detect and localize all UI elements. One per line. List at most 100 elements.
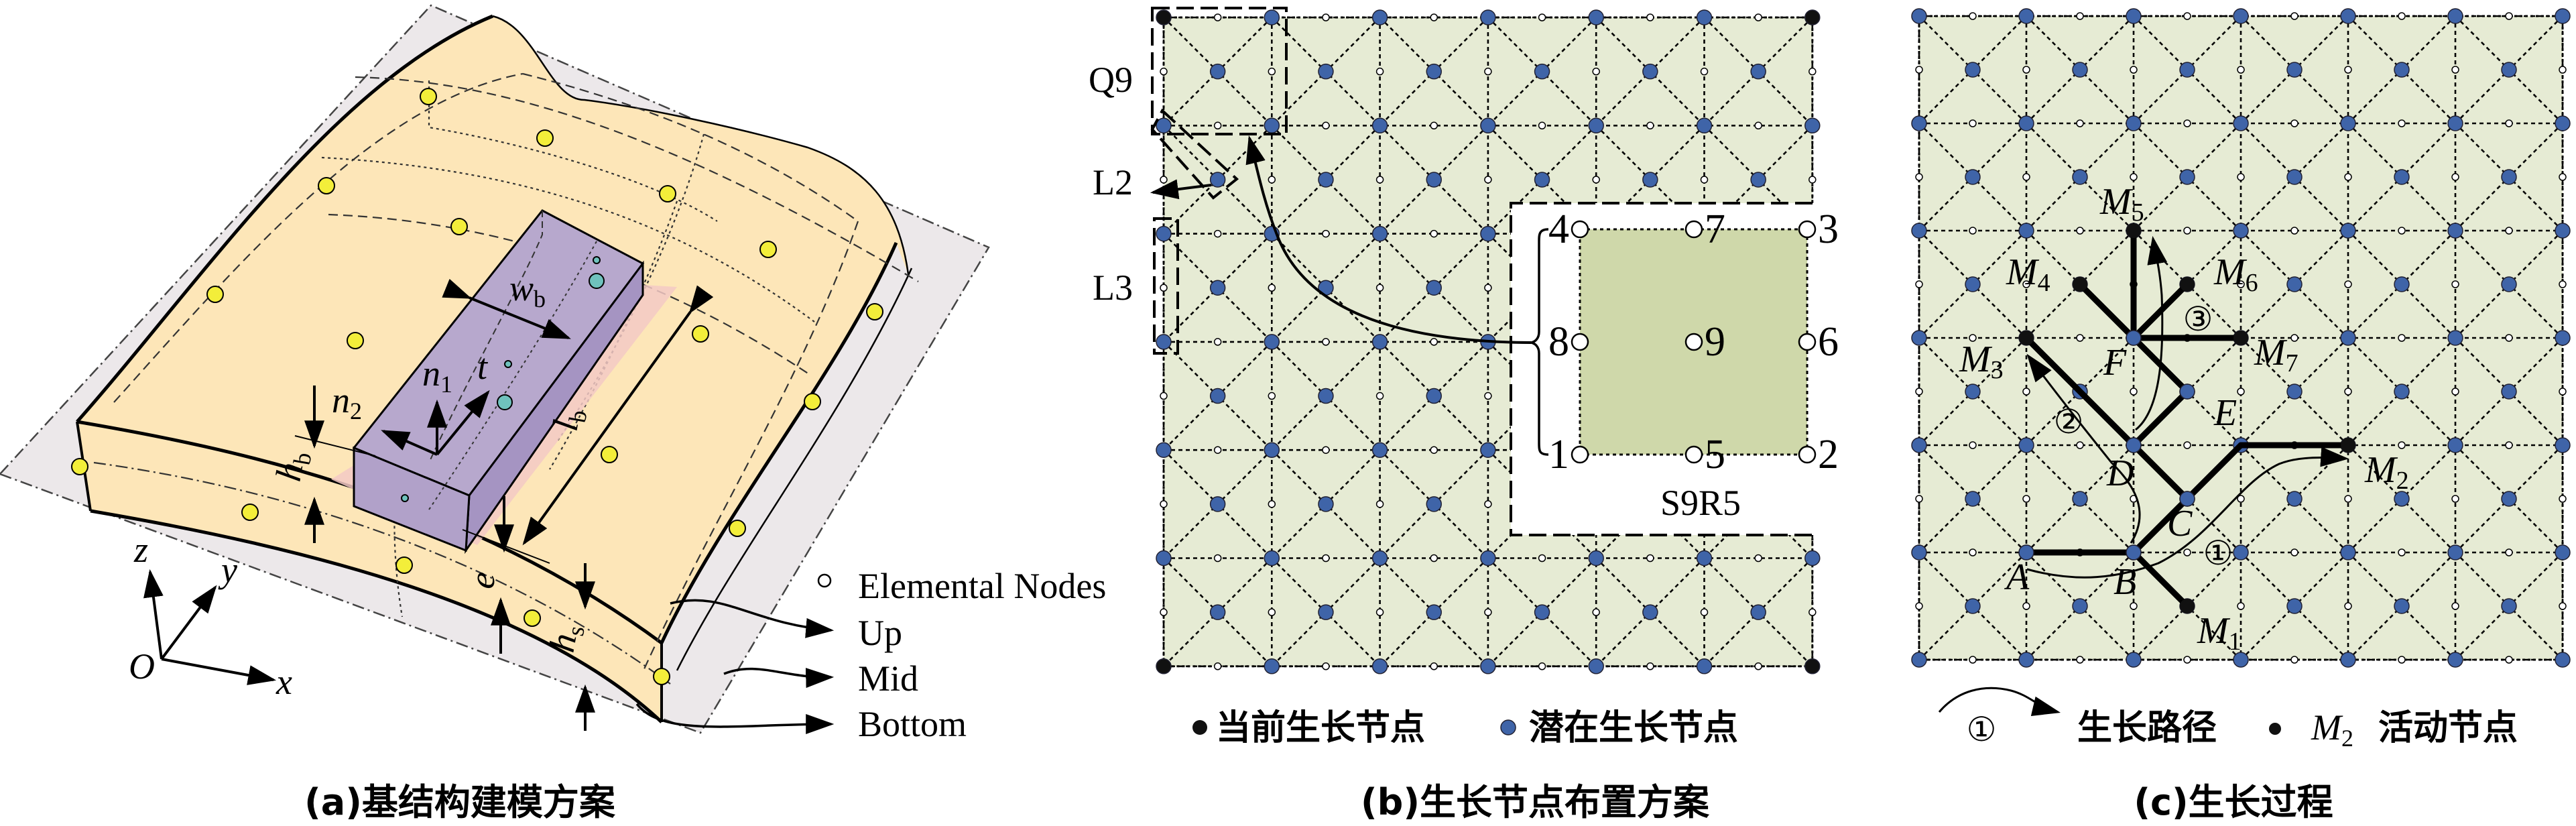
potential-growth-node [2555,223,2571,239]
legend-up: Up [858,613,902,653]
elemental-node [2344,173,2352,181]
axis-label-z: z [133,530,148,570]
label-n2: n2 [332,380,362,424]
elemental-node [2237,388,2245,396]
legend-active-node: 活动节点 [2378,708,2518,748]
potential-growth-node [1588,550,1604,567]
growth-path-label-3: ③ [2183,300,2213,338]
elemental-node [1268,608,1276,616]
hb-ref-line [294,435,376,457]
potential-growth-node [2555,8,2571,24]
yellow-node [241,504,259,521]
elemental-node [1915,280,1923,288]
elemental-node [2451,173,2459,181]
axis-label-origin: O [129,646,155,687]
elemental-node [1322,13,1330,21]
elemental-node [2290,334,2298,342]
potential-growth-node [1209,63,1226,80]
s9r5-label: S9R5 [1660,483,1741,523]
growth-branch [2130,442,2191,502]
potential-growth-node [1264,334,1280,350]
growth-paths [2026,235,2349,579]
elemental-node [1160,67,1168,76]
potential-growth-node [2447,330,2463,346]
potential-growth-node [2126,8,2142,24]
growth-branch [2130,388,2191,449]
potential-growth-node [1588,9,1604,25]
potential-growth-node [1264,9,1280,25]
potential-growth-node [1965,62,1981,78]
elemental-node [2290,548,2298,556]
elemental-node [1375,67,1384,76]
elemental-node [1160,176,1168,184]
elemental-node [1160,392,1168,400]
potential-growth-node [2555,437,2571,453]
elemental-node [1213,554,1222,563]
legend-active-symbol: M2 [2311,707,2353,752]
potential-growth-node [2501,384,2517,400]
potential-growth-node [1965,276,1981,292]
potential-growth-node [2018,437,2034,453]
elemental-node [1538,121,1546,130]
yellow-node [524,609,541,627]
current-node-legend-icon [1192,720,1207,735]
growth-node-c [2179,491,2195,507]
elemental-node [2183,441,2191,449]
shell-internal-lines [93,72,919,685]
potential-growth-node [2447,544,2463,560]
potential-growth-node [2447,223,2463,239]
elemental-node [2237,495,2245,503]
elemental-node [2344,495,2352,503]
label-m5: M5 [2099,181,2144,227]
elemental-node [2398,441,2406,449]
elemental-node [2076,119,2084,127]
s9r5-node-number: 5 [1705,432,1725,477]
elemental-node [2022,66,2030,74]
elemental-node [2559,280,2567,288]
potential-growth-node [1642,604,1658,620]
potential-growth-node [2555,652,2571,668]
lb-arrow [522,285,714,546]
potential-growth-node [1264,658,1280,674]
active-node-m1 [2180,599,2195,613]
yellow-node [420,88,437,105]
elemental-node [2076,656,2084,664]
potential-growth-node [2340,8,2356,24]
elemental-node [2130,388,2138,396]
elemental-node [2398,12,2406,20]
label-m3: M3 [1959,339,2004,384]
coordinate-axes [143,569,277,685]
elemental-node [1213,13,1222,21]
elemental-node [2076,334,2084,342]
x-axis [161,658,277,685]
teal-node-set [401,256,605,502]
elemental-node [1700,176,1709,184]
label-l3: L3 [1093,268,1133,308]
potential-growth-node [2340,330,2356,346]
teal-node [497,394,513,410]
elemental-node [1160,500,1168,508]
potential-growth-node [2072,169,2088,185]
potential-growth-node [1209,172,1226,188]
e-ref-line [462,529,550,564]
elemental-node [1969,334,1977,342]
potential-growth-node [2018,115,2034,131]
elemental-node [1754,554,1762,563]
axis-label-x: x [275,662,292,702]
potential-growth-node [1426,280,1442,296]
label-t: t [477,347,489,387]
caption-c: (c)生长过程 [2134,781,2333,823]
s9r5-node [1798,445,1817,464]
potential-growth-node [2072,62,2088,78]
potential-growth-node [2394,598,2410,614]
elemental-node [1754,13,1762,21]
elemental-node [2237,66,2245,74]
potential-growth-node [2233,223,2249,239]
teal-node [593,256,601,264]
potential-growth-node [2394,384,2410,400]
label-node-f: F [2103,342,2127,384]
elemental-node [1213,121,1222,130]
potential-growth-node [1804,117,1821,134]
elemental-node [1969,12,1977,20]
